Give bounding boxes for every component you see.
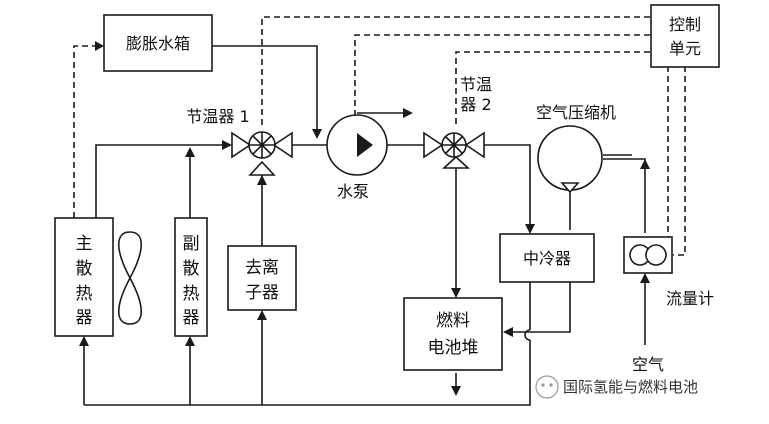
- water-pump-label: 水泵: [337, 182, 369, 201]
- control-unit: 控制 单元: [650, 4, 720, 68]
- intercooler-label: 中冷器: [523, 249, 571, 268]
- aux-radiator-char-4: 器: [183, 308, 200, 328]
- aux-radiator-char-1: 副: [183, 234, 200, 254]
- thermostat-2-label-line2: 器 2: [460, 95, 491, 114]
- control-unit-label-line1: 控制: [669, 15, 701, 34]
- thermostat-2-valve: [423, 131, 485, 169]
- control-unit-label-line2: 单元: [669, 39, 701, 58]
- wechat-logo-icon: [535, 375, 559, 399]
- main-radiator-char-4: 器: [76, 308, 93, 328]
- main-radiator: 主 散 热 器: [54, 217, 114, 337]
- main-radiator-char-2: 散: [76, 259, 93, 279]
- air-inlet-label: 空气: [632, 355, 664, 374]
- expansion-tank-label: 膨胀水箱: [126, 34, 190, 53]
- intercooler: 中冷器: [499, 233, 595, 283]
- main-radiator-char-1: 主: [76, 234, 93, 254]
- main-radiator-char-3: 热: [76, 284, 93, 304]
- control-signal-lines: [73, 16, 686, 256]
- aux-radiator-char-3: 热: [183, 284, 200, 304]
- stack-label-line1: 燃料: [436, 311, 470, 331]
- stack-label-line2: 电池堆: [428, 338, 479, 358]
- watermark-text: 国际氢能与燃料电池: [563, 378, 698, 396]
- flowmeter-label: 流量计: [666, 289, 714, 308]
- coolant-lines: [83, 45, 646, 406]
- deionizer: 去离 子器: [227, 245, 297, 311]
- fuel-cell-stack: 燃料 电池堆: [403, 297, 503, 371]
- thermostat-1-label: 节温器 1: [186, 107, 249, 126]
- watermark: 国际氢能与燃料电池: [535, 375, 698, 399]
- line-crossover: [524, 329, 531, 341]
- thermostat-1-valve: [231, 131, 293, 176]
- flowmeter: [623, 236, 673, 274]
- auxiliary-radiator: 副 散 热 器: [174, 217, 208, 337]
- deionizer-label-line2: 子器: [245, 283, 279, 303]
- air-compressor-label: 空气压缩机: [536, 103, 616, 122]
- water-pump: [326, 114, 388, 176]
- deionizer-label-line1: 去离: [245, 258, 279, 278]
- radiator-fan-icon: [118, 231, 142, 325]
- aux-radiator-char-2: 散: [183, 259, 200, 279]
- expansion-tank: 膨胀水箱: [103, 14, 213, 72]
- flow-arrows: [79, 108, 650, 396]
- air-compressor: [537, 125, 603, 194]
- thermostat-2-label-line1: 节温: [460, 75, 492, 94]
